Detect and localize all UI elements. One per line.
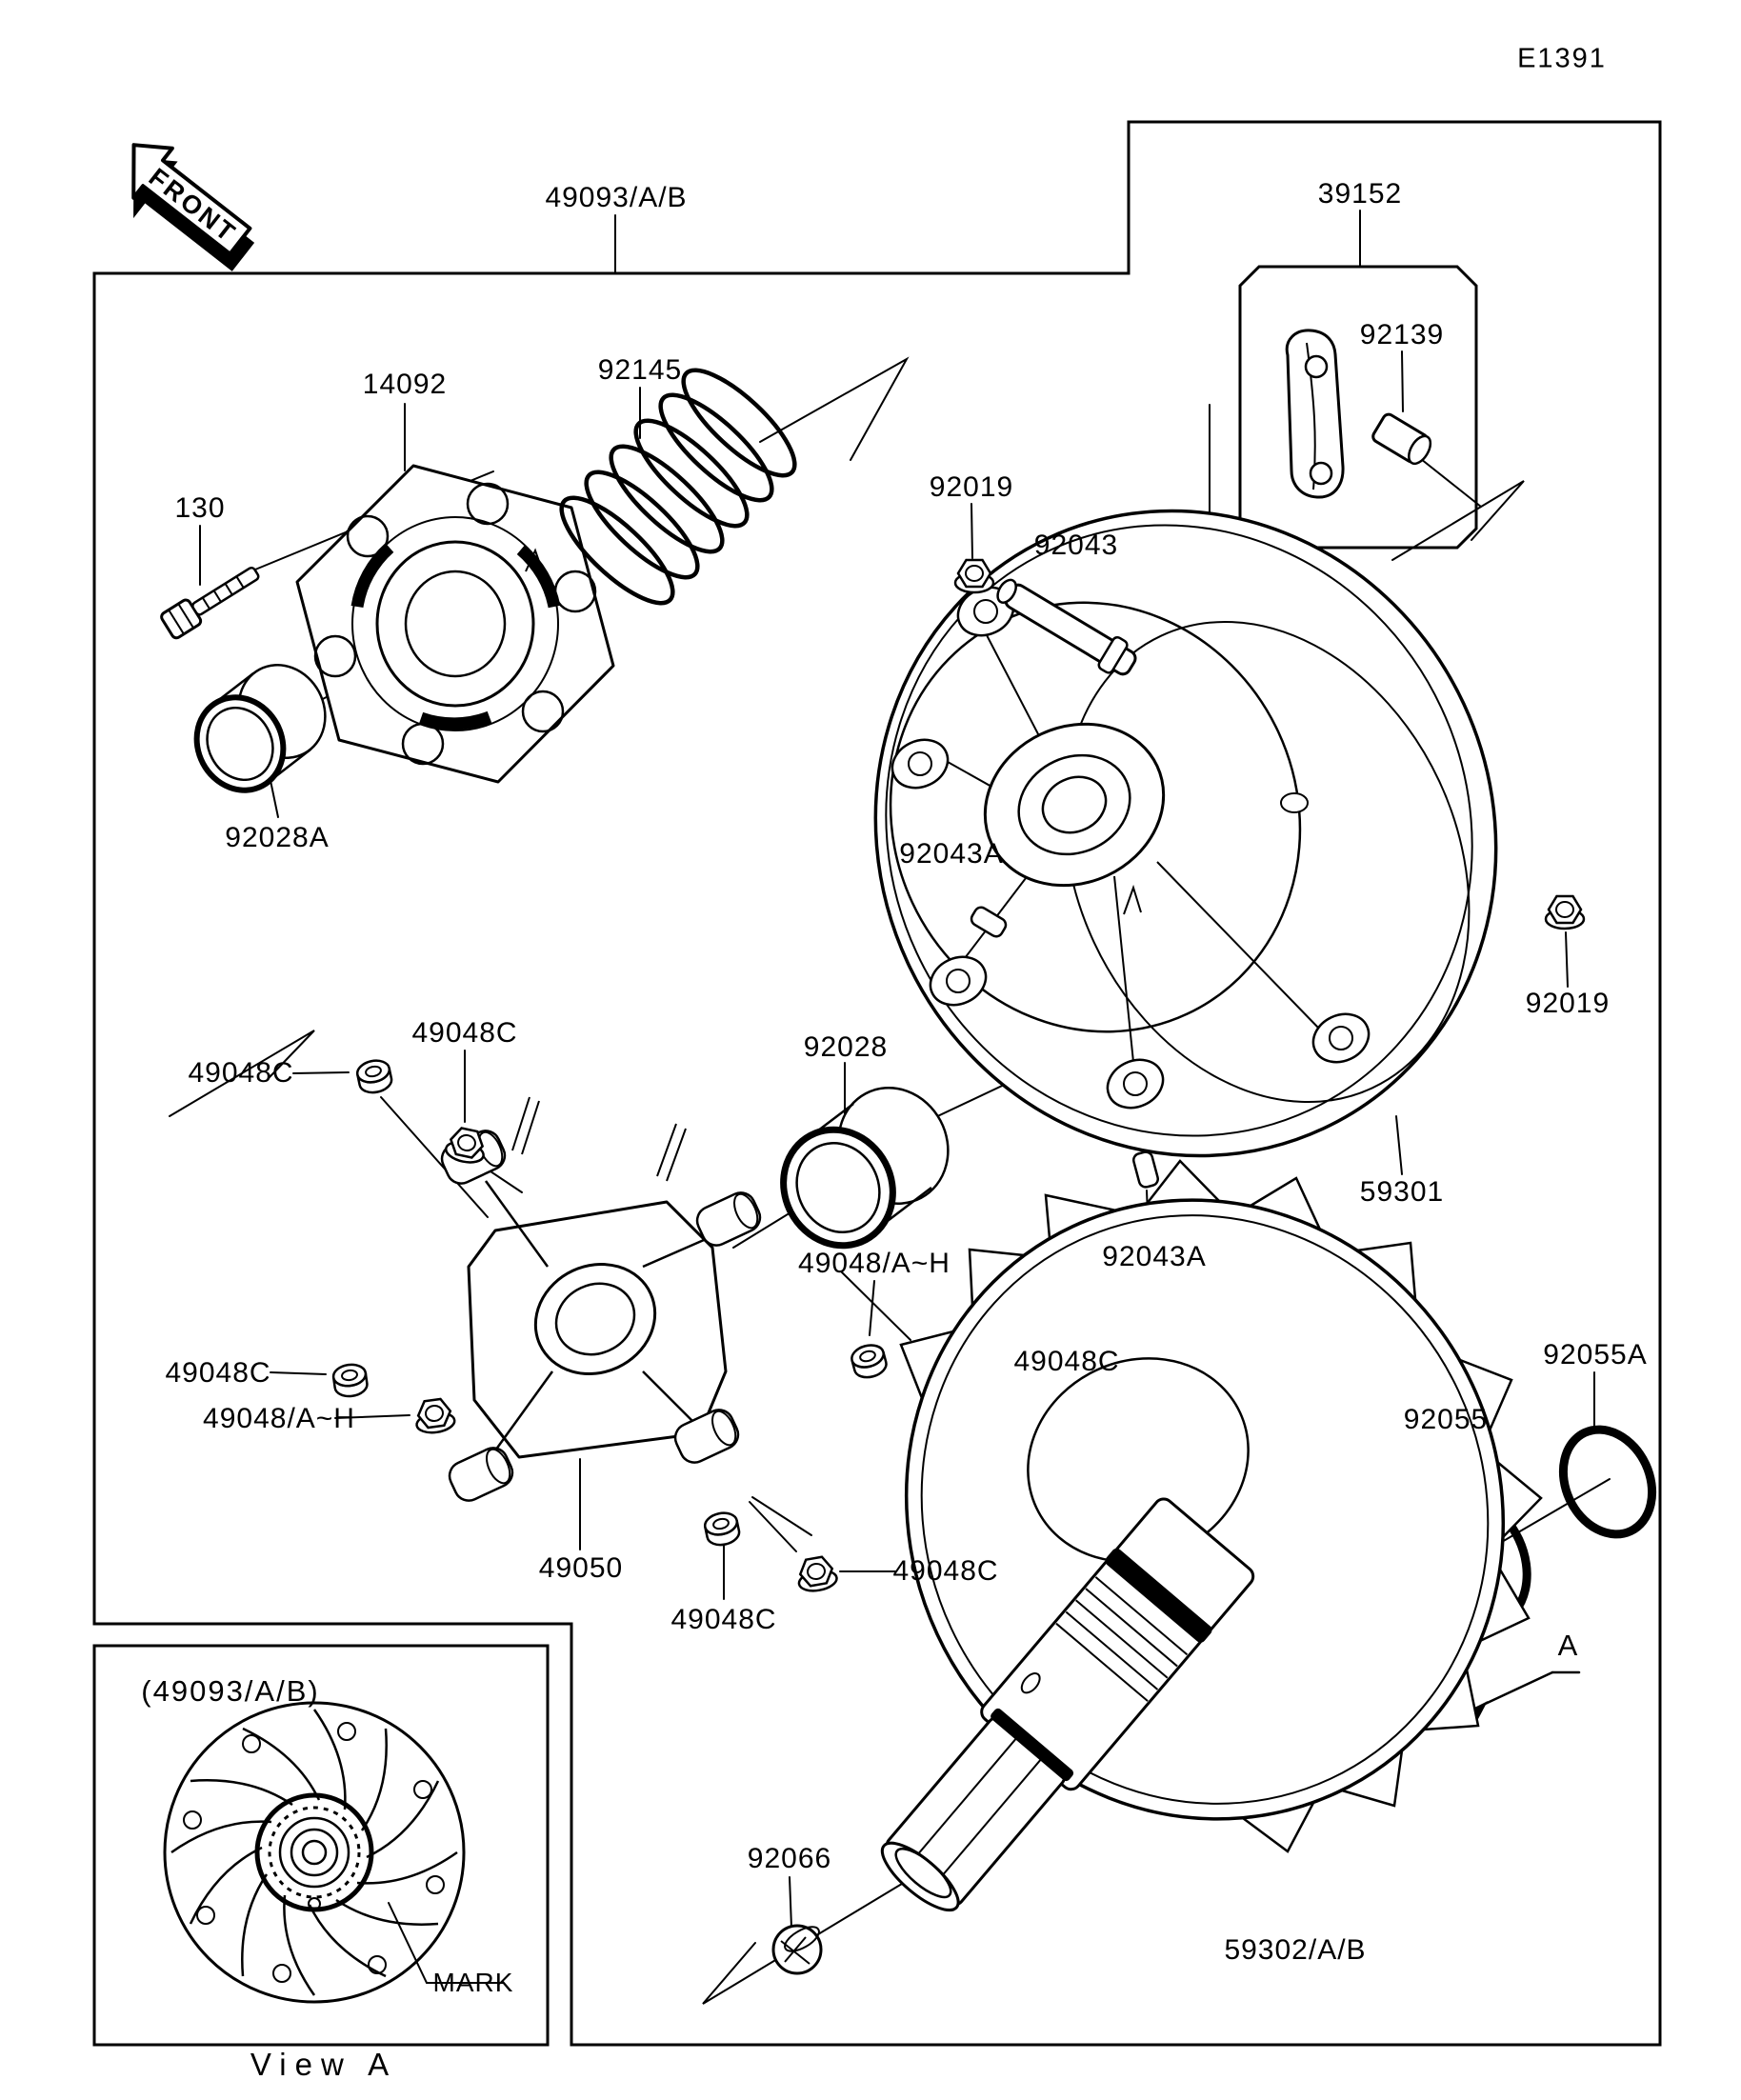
- part-label-92043A: 92043A: [899, 838, 1004, 870]
- part-label-92028A: 92028A: [225, 822, 330, 853]
- part-92066-plug: [771, 1924, 823, 1975]
- part-14092-plate: [295, 464, 615, 784]
- part-92139-roller: [1371, 412, 1432, 466]
- part-label-59301: 59301: [1359, 1176, 1445, 1208]
- part-92043A-pin-upper: [970, 906, 1008, 938]
- part-92043-pin: [996, 578, 1137, 676]
- part-49048C-washer-2: [330, 1361, 370, 1400]
- part-49048C-nut-4: [793, 1553, 840, 1595]
- part-49048C-nut-2: [411, 1396, 457, 1436]
- part-label-92139: 92139: [1359, 319, 1445, 350]
- part-49048C-washer-3: [701, 1509, 743, 1550]
- inset-fan-view: [163, 1701, 466, 2004]
- part-92019-nut-left: [953, 558, 995, 594]
- part-label-49048C: 49048C: [670, 1604, 777, 1635]
- part-label-92043A: 92043A: [1102, 1241, 1207, 1272]
- part-59302-sheave: [880, 1159, 1543, 1912]
- inset-caption: View A: [250, 2047, 398, 2082]
- part-label-49093-A-B: 49093/A/B: [545, 182, 688, 213]
- inset-mark-label: MARK: [432, 1968, 514, 1997]
- part-label-49048-A-H: 49048/A~H: [203, 1403, 355, 1434]
- part-label-49048C: 49048C: [188, 1057, 294, 1089]
- part-92028A-bushing: [193, 664, 327, 793]
- part-label-92145: 92145: [597, 354, 683, 386]
- front-arrow: FRONT: [131, 143, 255, 271]
- inset-border: [92, 1644, 550, 2047]
- part-label-92055: 92055: [1403, 1404, 1489, 1435]
- inset-group-label: (49093/A/B): [141, 1674, 320, 1708]
- part-39152-weight: [1285, 329, 1345, 499]
- part-59301-drum: [873, 509, 1498, 1158]
- part-92043A-pin-lower: [1132, 1150, 1159, 1189]
- part-label-49050: 49050: [538, 1552, 624, 1584]
- part-49048C-washer-1: [353, 1056, 395, 1097]
- main-border: [92, 120, 1662, 2047]
- part-label-39152: 39152: [1317, 178, 1403, 210]
- part-label-92055A: 92055A: [1543, 1339, 1648, 1370]
- part-label-92043: 92043: [1033, 530, 1119, 561]
- part-label-49048C: 49048C: [411, 1017, 518, 1049]
- document-code: E1391: [1517, 43, 1607, 74]
- part-label-49048C: 49048C: [892, 1555, 999, 1587]
- part-92028-bushing: [780, 1087, 950, 1250]
- part-label-14092: 14092: [362, 369, 448, 400]
- part-label-49048C: 49048C: [165, 1357, 271, 1389]
- part-label-92019: 92019: [1525, 988, 1611, 1019]
- part-92145-spring: [559, 368, 797, 606]
- group-box-39152: [1238, 265, 1478, 550]
- view-a-letter: A: [1557, 1629, 1578, 1662]
- part-92019-nut-right: [1544, 894, 1586, 930]
- pointer-triangles: [169, 356, 1525, 2005]
- part-label-49048-A-H: 49048/A~H: [798, 1248, 951, 1279]
- part-label-59302-A-B: 59302/A/B: [1224, 1934, 1367, 1966]
- part-label-49048C: 49048C: [1013, 1346, 1120, 1377]
- part-label-92028: 92028: [803, 1031, 889, 1063]
- part-49050-spider: [435, 1096, 767, 1507]
- part-49048AH-washer: [848, 1340, 891, 1382]
- part-92055A-oring: [1558, 1425, 1657, 1539]
- part-130-bolt: [160, 566, 260, 640]
- part-label-92019: 92019: [929, 471, 1014, 503]
- part-label-92066: 92066: [747, 1843, 832, 1874]
- part-label-130: 130: [174, 492, 226, 524]
